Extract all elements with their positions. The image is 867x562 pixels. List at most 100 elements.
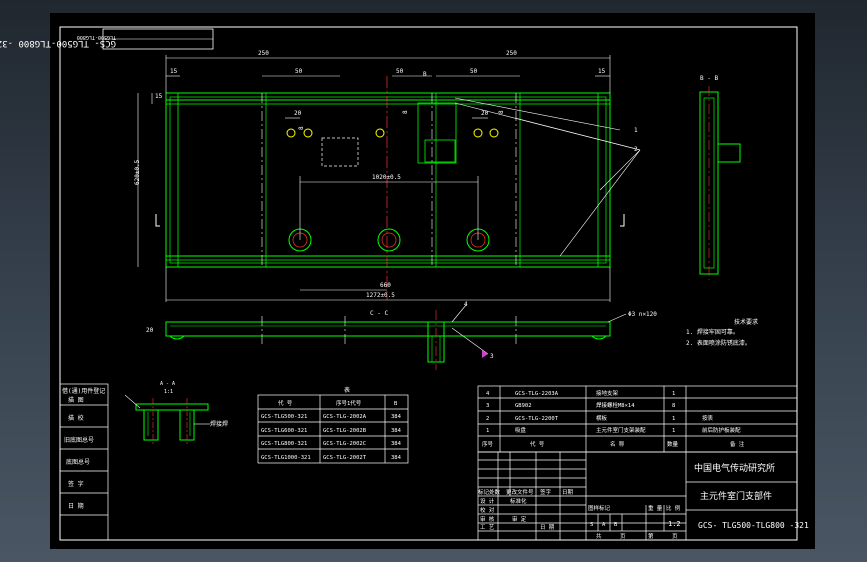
dim-8-b: 8 [402,110,409,114]
left-side-block [59,383,109,541]
tb-sheet-2: 第 [648,532,654,540]
tb-sheet-1: 页 [620,533,626,540]
left-block-label-6: 日 期 [68,502,84,510]
tb-label-1: 校 对 [480,506,495,514]
variant-cell: GCS-TLG-2002C [323,441,366,447]
variant-cell: 384 [391,441,402,447]
tech-req-1: 1. 焊接牢固可靠。 [686,328,739,336]
tb-label-4: 标准化 [510,497,527,505]
tb-label-5: 审 定 [512,515,527,523]
bom-cell: 焊接螺栓M8×14 [596,401,635,409]
tb-label-6: 日 期 [540,524,555,531]
bom-cell: 1 [672,391,675,397]
variant-cell: 384 [391,428,402,434]
bom-cell: 8 [672,403,675,409]
bom-cell: 前后防护板装配 [702,426,741,434]
left-block-labels: 借(通)用件登记 描 图 描 校 旧底图总号 底图总号 签 字 日 期 [62,387,105,510]
holes-note: Φ3 n×120 [628,311,657,318]
bom-cell: 吸盘 [515,426,527,434]
section-view-label: B - B [700,75,718,82]
variant-cell: 384 [391,414,402,420]
bom-cell: 接地支架 [596,389,619,397]
tb-sab-s: S [590,522,593,528]
company-name: 中国电气传动研究所 [694,462,775,474]
callout-3: 3 [490,353,494,360]
left-block-label-4: 底图总号 [66,458,90,466]
tb-header-3: 签字 [540,488,552,496]
dim-50-b: 50 [396,68,404,75]
tb-label-3: 工 艺 [480,524,495,531]
dim-50-a: 50 [295,68,303,75]
variant-table: 表 代 号 序号1代号 B GCS-TLG500-321 GCS-TLG-200… [257,386,409,464]
bom-cell: 按表 [702,414,714,422]
bottom-view: C - C 3 4 20 Φ3 n×120 [146,301,657,370]
bom-cell: 3 [486,403,489,409]
dim-20-b: 20 [481,110,489,117]
variant-cell: GCS-TLG-2002A [323,414,367,420]
weld-note: 焊接焊 [210,420,228,428]
sheet-border [59,26,798,541]
variant-cell: GCS-TLG600-321 [261,428,307,434]
tech-req-title: 技术要求 [734,318,758,326]
left-block-label-2: 描 校 [68,414,84,422]
tb-header-0: 标记 [478,488,490,496]
callout-2: 2 [634,146,638,153]
left-block-label-5: 签 字 [68,480,84,488]
title-block: 标记 处数 更改文件号 签字 日期 设 计 校 对 审 核 工 艺 标准化 审 … [477,451,809,541]
variant-cell: 384 [391,455,402,461]
detail-scale: 1:1 [164,389,173,395]
bom-cell: 横板 [596,414,608,422]
tb-label-0: 设 计 [480,497,495,505]
bom-header-2: 名 称 [610,440,625,448]
dim-b: B [423,71,427,78]
dim-620: 620±0.5 [134,159,141,185]
tb-weight: 重 量 [648,504,663,512]
variant-cell: GCS-TLG800-321 [261,441,307,447]
variant-cell: GCS-TLG500-321 [261,414,307,420]
variant-table-title: 表 [344,386,350,394]
tb-header-4: 日期 [562,489,574,496]
variant-cell: GCS-TLG-2002T [323,455,367,461]
bom-cell: 1 [672,416,675,422]
rotated-code: GCS- TLG500-TLG800 -321 [0,38,116,48]
detail-view: A - A 1:1 焊接焊 [124,381,228,444]
drawing-sheet [50,13,815,549]
bom-table: 4 GCS-TLG-2203A 接地支架 1 3 GB902 焊接螺栓M8×14… [477,385,798,453]
callout-4: 4 [464,301,468,308]
left-block-label-0: 借(通)用件登记 [62,387,105,395]
dim-1020: 1020±0.5 [372,174,401,181]
tb-sheet-3: 页 [672,533,678,540]
tb-sheet-0: 共 [596,532,602,540]
dim-1272: 1272±0.5 [366,292,395,299]
tb-sab-b: B [614,522,618,528]
bom-cell: GB902 [515,403,532,409]
dim-250-left: 250 [258,50,269,57]
variant-cell: GCS-TLG-2002B [323,428,367,434]
front-view [155,76,625,300]
bom-cell: 2 [486,416,489,422]
bottom-view-label: C - C [370,310,388,317]
bom-header-0: 序号 [482,440,494,448]
section-view: B - B [699,75,741,280]
callout-1: 1 [634,127,638,134]
tb-scale-value: 1:2 [668,520,681,528]
tb-scale: 比 例 [666,504,681,512]
left-block-label-3: 旧底图总号 [64,436,94,444]
dim-20-a: 20 [294,110,302,117]
detail-label: A - A [160,381,175,387]
bom-cell: GCS-TLG-2200T [515,416,559,422]
tb-label-2: 审 核 [480,515,495,523]
part-name: 主元件室门支部件 [700,490,772,502]
bom-cell: GCS-TLG-2203A [515,391,559,397]
tb-sab-a: A [602,522,606,528]
dim-8-c: 8 [498,110,505,114]
variant-header-2: B [394,401,398,407]
rotated-code-box: TLG500-TLG800 GCS- TLG500-TLG800 -321 [0,28,214,50]
tb-header-2: 更改文件号 [506,488,534,496]
dim-250-right: 250 [506,50,517,57]
bom-cell: 1 [486,428,489,434]
dim-15-b: 15 [598,68,606,75]
bom-header-1: 代 号 [530,440,545,448]
